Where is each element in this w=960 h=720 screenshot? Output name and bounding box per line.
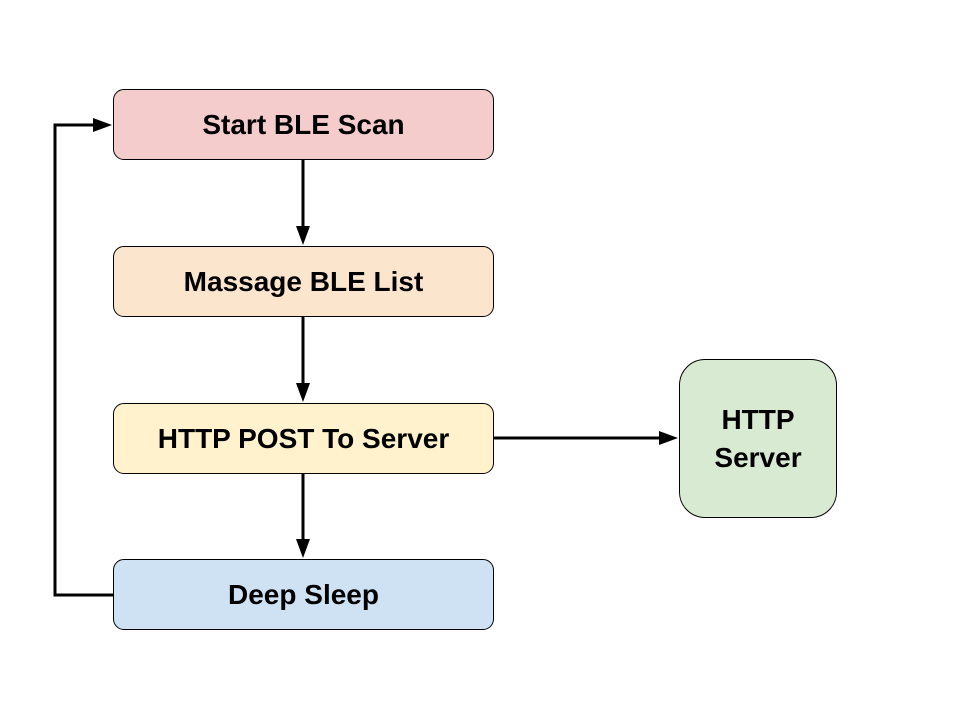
arrowhead-sleep-to-start	[93, 118, 112, 132]
arrowhead-post-to-server	[659, 431, 678, 445]
node-deep-sleep[interactable]: Deep Sleep	[113, 559, 494, 630]
edge-sleep-to-start	[53, 123, 113, 597]
node-massage-ble-list-label: Massage BLE List	[183, 265, 424, 297]
node-http-server-label: HTTP Server	[714, 403, 802, 473]
arrowhead-post-to-sleep	[296, 539, 310, 558]
node-http-post-to-server[interactable]: HTTP POST To Server	[113, 403, 494, 474]
node-start-ble-scan-label: Start BLE Scan	[202, 108, 405, 140]
node-massage-ble-list[interactable]: Massage BLE List	[113, 246, 494, 317]
node-http-server[interactable]: HTTP Server	[679, 359, 837, 518]
node-http-post-to-server-label: HTTP POST To Server	[157, 422, 450, 454]
node-deep-sleep-label: Deep Sleep	[228, 578, 379, 610]
arrowhead-massage-to-post	[296, 383, 310, 402]
arrowhead-start-to-massage	[296, 226, 310, 245]
node-start-ble-scan[interactable]: Start BLE Scan	[113, 89, 494, 160]
